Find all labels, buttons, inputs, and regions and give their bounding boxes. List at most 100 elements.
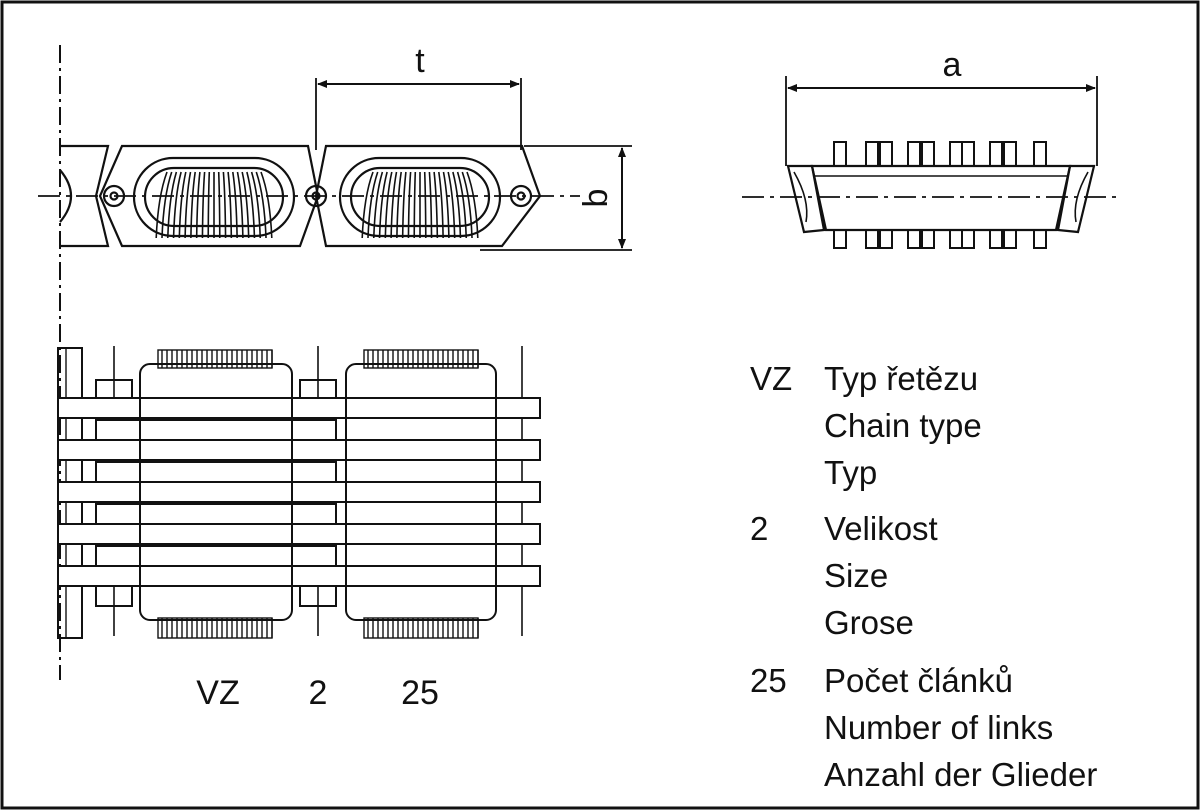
tooth-line	[461, 171, 473, 239]
tooth-pack-2	[361, 171, 479, 239]
tooth-line	[428, 171, 433, 239]
end-tooth-top	[833, 141, 847, 167]
comb-top	[363, 349, 479, 369]
legend-text-type-en: Chain type	[824, 407, 982, 444]
end-tooth-top	[921, 141, 935, 167]
plan-plate	[57, 523, 541, 545]
end-tooth-top	[989, 141, 1003, 167]
comb-top	[157, 349, 273, 369]
legend: VZ Typ řetězu Chain type Typ 2 Velikost …	[750, 360, 1097, 793]
tooth-line	[246, 171, 256, 239]
tooth-line	[155, 171, 168, 239]
plan-tooth-rows	[157, 349, 479, 639]
plan-plate	[95, 419, 337, 441]
tooth-line	[190, 171, 196, 239]
end-tooth-bottom	[1033, 229, 1047, 249]
tooth-line	[452, 171, 462, 239]
plan-plate	[95, 503, 337, 525]
link-partial	[60, 144, 110, 248]
end-view-plate-right-curve	[1074, 171, 1089, 223]
tooth-line	[390, 171, 398, 239]
designation-type: VZ	[196, 674, 239, 712]
tooth-line	[222, 171, 227, 239]
end-tooth-top	[879, 141, 893, 167]
legend-text-links-de: Anzahl der Glieder	[824, 756, 1097, 793]
end-tooth-bottom	[833, 229, 847, 249]
plan-plate	[95, 545, 337, 567]
tooth-line	[172, 171, 182, 239]
legend-text-links-cs: Počet článků	[824, 662, 1013, 699]
plan-plate	[57, 397, 541, 419]
end-tooth-bottom	[989, 229, 1003, 249]
legend-code-links: 25	[750, 662, 787, 699]
end-tooth-top	[1003, 141, 1017, 167]
plan-plate	[95, 461, 337, 483]
tooth-line	[166, 171, 178, 239]
end-view-plate-right	[1056, 164, 1096, 234]
tooth-line	[195, 171, 201, 239]
plan-plate	[57, 565, 541, 587]
end-tooth-top	[1033, 141, 1047, 167]
tooth-line	[423, 171, 427, 239]
end-tooth-bottom	[907, 229, 921, 249]
pin-3	[509, 184, 533, 208]
dim-t-label: t	[415, 42, 425, 80]
tooth-line	[442, 171, 450, 239]
legend-text-size-de: Grose	[824, 604, 914, 641]
tooth-line	[401, 171, 407, 239]
legend-code-size: 2	[750, 510, 768, 547]
tooth-line	[384, 171, 393, 239]
legend-text-type-de: Typ	[824, 454, 877, 491]
tooth-line	[201, 171, 206, 239]
pin-2	[304, 184, 328, 208]
plan-plate	[57, 481, 541, 503]
pin-3-core	[516, 191, 526, 201]
tooth-line	[396, 171, 402, 239]
tooth-line	[456, 171, 468, 239]
pin-1-core	[109, 191, 119, 201]
end-tooth-bottom	[961, 229, 975, 249]
legend-text-type-cs: Typ řetězu	[824, 360, 978, 397]
plan-view	[57, 346, 541, 639]
plan-plates	[57, 380, 541, 604]
designation-links: 25	[401, 674, 439, 712]
tooth-line	[241, 171, 250, 239]
link-plate-1	[98, 144, 320, 248]
tooth-line	[227, 171, 233, 239]
tooth-line	[378, 171, 388, 239]
end-view	[742, 76, 1122, 249]
end-tooth-bottom	[921, 229, 935, 249]
tooth-line	[361, 171, 374, 239]
tooth-line	[260, 171, 273, 239]
tooth-line	[178, 171, 187, 239]
end-tooth-bottom	[949, 229, 963, 249]
dim-a-label: a	[943, 46, 962, 84]
pin-2-core	[311, 191, 321, 201]
end-view-plate-left	[786, 164, 826, 234]
end-view-teeth	[833, 141, 1047, 249]
designation-size: 2	[309, 674, 328, 712]
pin-1	[102, 184, 126, 208]
tooth-line	[466, 171, 479, 239]
end-tooth-top	[949, 141, 963, 167]
end-tooth-top	[865, 141, 879, 167]
legend-text-links-en: Number of links	[824, 709, 1053, 746]
tooth-line	[161, 171, 173, 239]
tooth-line	[217, 171, 221, 239]
end-tooth-bottom	[879, 229, 893, 249]
tooth-line	[367, 171, 379, 239]
tooth-line	[250, 171, 262, 239]
tooth-line	[236, 171, 244, 239]
end-tooth-bottom	[1003, 229, 1017, 249]
end-tooth-bottom	[865, 229, 879, 249]
end-tooth-top	[907, 141, 921, 167]
tooth-line	[207, 171, 211, 239]
legend-text-size-en: Size	[824, 557, 888, 594]
end-tooth-top	[961, 141, 975, 167]
dim-b-label: b	[577, 189, 615, 208]
tooth-line	[232, 171, 238, 239]
end-view-plate-left-curve	[793, 171, 808, 223]
tooth-line	[433, 171, 439, 239]
